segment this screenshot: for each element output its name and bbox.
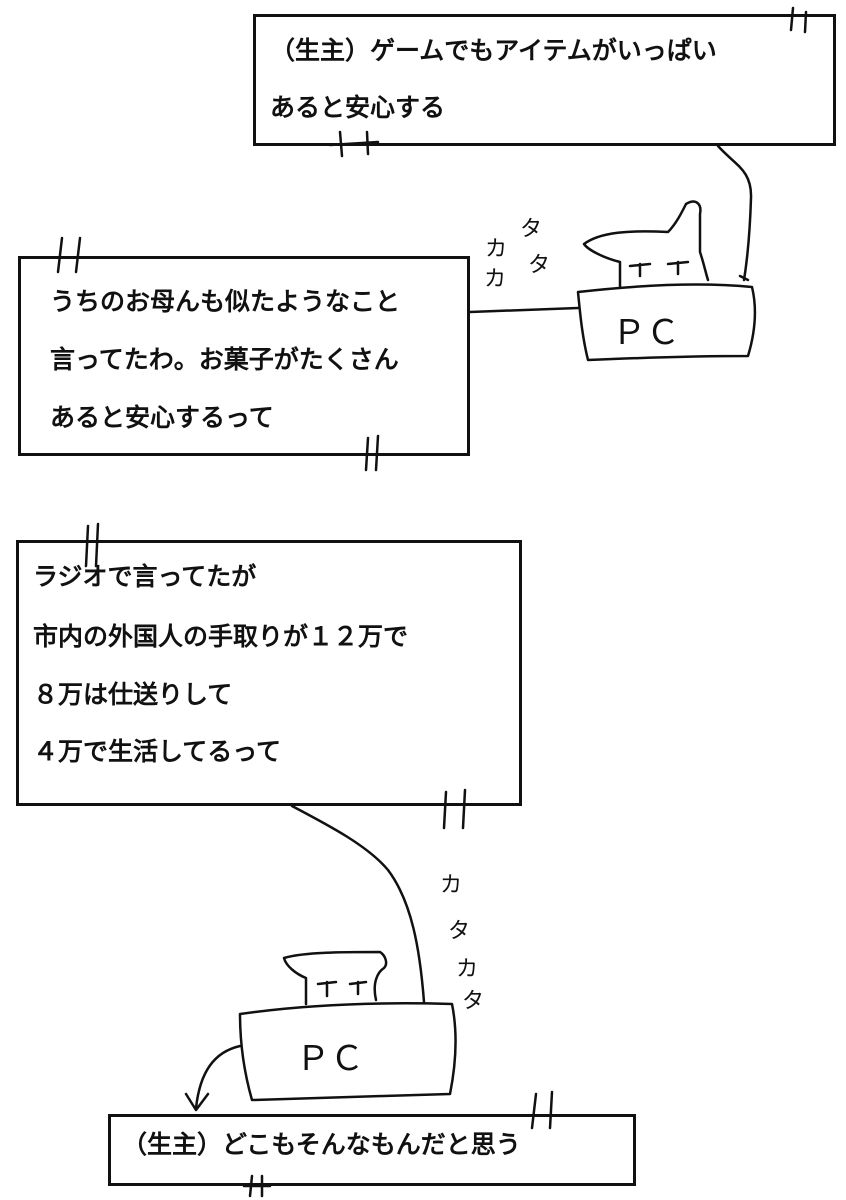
- bubble-radio-line-4: ４万で生活してるって: [33, 737, 282, 766]
- pc-label-top: ＰＣ: [612, 313, 680, 353]
- typing-sfx-bottom-4: タ: [462, 989, 484, 1014]
- typing-sfx-top-2: タ: [520, 217, 542, 242]
- bubble-radio-line-1: ラジオで言ってたが: [33, 562, 257, 591]
- bubble-top-line-2: あると安心する: [270, 93, 446, 122]
- bubble-radio-line-3: ８万は仕送りして: [33, 680, 233, 709]
- speech-bubble-top: [253, 14, 836, 146]
- person-head-top: [582, 200, 710, 289]
- pc-cable-top: [716, 144, 753, 282]
- typing-sfx-bottom-3: カ: [456, 957, 478, 982]
- typing-sfx-bottom-1: カ: [440, 873, 462, 898]
- bubble-mother-line-1: うちのお母んも似たようなこと: [50, 287, 401, 316]
- pc-label-bottom: ＰＣ: [296, 1039, 364, 1079]
- bubble-bottom-line-1: （生主）どこもそんなもんだと思う: [122, 1130, 521, 1159]
- pc-sketch-top: [468, 144, 757, 362]
- bubble-radio-line-2: 市内の外国人の手取りが１２万で: [33, 622, 409, 651]
- pc-cable-bottom: [290, 804, 426, 1004]
- typing-sfx-bottom-2: タ: [448, 919, 470, 944]
- bubble-top-line-1: （生主）ゲームでもアイテムがいっぱい: [270, 36, 717, 65]
- person-head-bottom: [282, 950, 388, 1006]
- bubble-mother-line-3: あると安心するって: [50, 403, 274, 432]
- typing-sfx-top-3: カ: [484, 267, 506, 292]
- typing-sfx-top-1: カ: [485, 237, 507, 262]
- pc-sketch-bottom: [184, 804, 457, 1112]
- pc-box-top: [576, 283, 757, 362]
- pc-arrow-bottom: [184, 1044, 242, 1112]
- speech-bubble-radio: [16, 540, 522, 806]
- pc-box-bottom: [238, 1002, 457, 1102]
- bubble-mother-line-2: 言ってたわ。お菓子がたくさん: [50, 345, 399, 374]
- typing-sfx-top-4: タ: [528, 253, 550, 278]
- speech-bubble-mother: [18, 256, 470, 456]
